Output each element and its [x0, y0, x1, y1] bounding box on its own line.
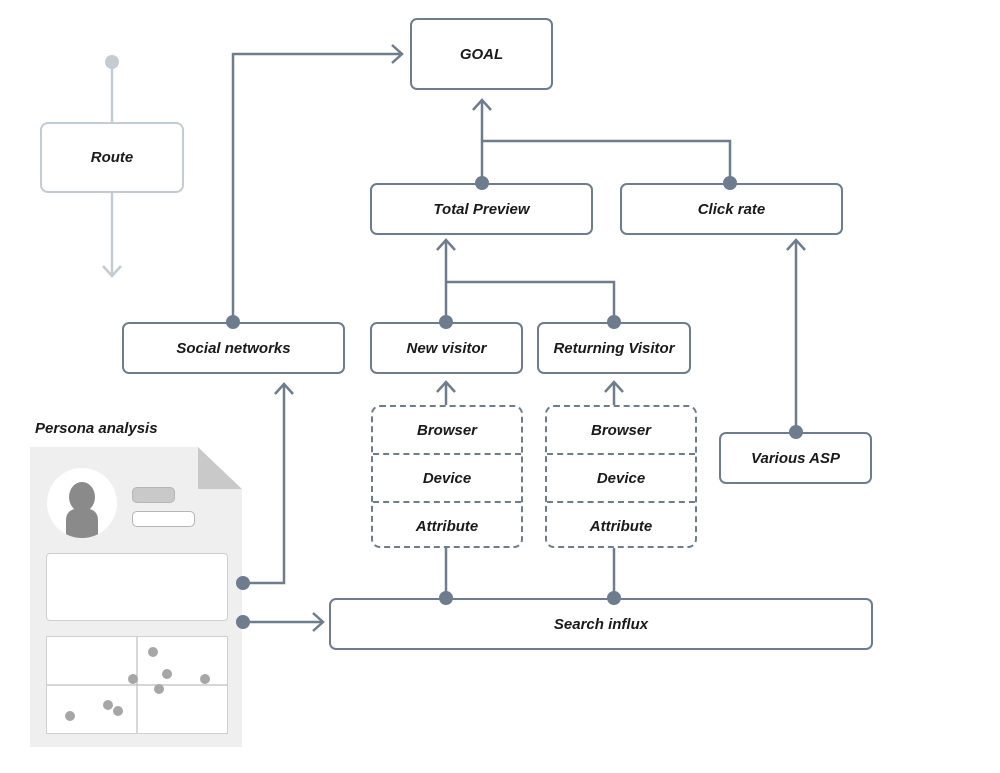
persona-title: Persona analysis — [35, 420, 158, 437]
social-networks-node[interactable]: Social networks — [122, 322, 345, 374]
attribute-row: Browser — [416, 421, 478, 439]
total-preview-label: Total Preview — [433, 200, 530, 218]
total-preview-node[interactable]: Total Preview — [370, 183, 593, 235]
attribute-row: Attribute — [373, 501, 521, 549]
persona-tag-placeholder — [132, 511, 195, 527]
returning-visitor-attribute-group: Browser Device Attribute — [545, 405, 697, 548]
legend-route-box: Route — [40, 122, 184, 193]
scatter-point — [148, 647, 158, 657]
goal-label: GOAL — [459, 45, 504, 63]
persona-name-placeholder — [132, 487, 175, 503]
click-rate-node[interactable]: Click rate — [620, 183, 843, 235]
scatter-point — [162, 669, 172, 679]
attribute-row: Browser — [590, 421, 652, 439]
scatter-point — [128, 674, 138, 684]
person-icon — [66, 482, 98, 538]
search-influx-node[interactable]: Search influx — [329, 598, 873, 650]
search-influx-label: Search influx — [553, 615, 649, 633]
goal-node[interactable]: GOAL — [410, 18, 553, 90]
new-visitor-label: New visitor — [406, 339, 487, 357]
persona-scatter-plot — [46, 636, 228, 734]
various-asp-label: Various ASP — [751, 449, 840, 467]
scatter-point — [103, 700, 113, 710]
legend-start-dot — [105, 55, 119, 69]
attribute-row: Device — [373, 453, 521, 501]
scatter-point — [200, 674, 210, 684]
various-asp-node[interactable]: Various ASP — [719, 432, 872, 484]
click-rate-label: Click rate — [697, 200, 766, 218]
scatter-svg — [47, 637, 227, 733]
main-connectors — [231, 44, 806, 632]
legend-route-line — [102, 62, 122, 278]
avatar — [47, 468, 117, 538]
attribute-row: Attribute — [547, 501, 695, 549]
social-networks-label: Social networks — [176, 339, 291, 357]
returning-visitor-node[interactable]: Returning Visitor — [537, 322, 691, 374]
legend-route-label: Route — [90, 149, 134, 166]
attribute-row: Device — [547, 453, 695, 501]
scatter-point — [65, 711, 75, 721]
persona-notes-box — [46, 553, 228, 621]
scatter-point — [154, 684, 164, 694]
new-visitor-attribute-group: Browser Device Attribute — [371, 405, 523, 548]
scatter-point — [113, 706, 123, 716]
returning-visitor-label: Returning Visitor — [553, 339, 675, 357]
page-fold-icon — [198, 447, 242, 489]
new-visitor-node[interactable]: New visitor — [370, 322, 523, 374]
